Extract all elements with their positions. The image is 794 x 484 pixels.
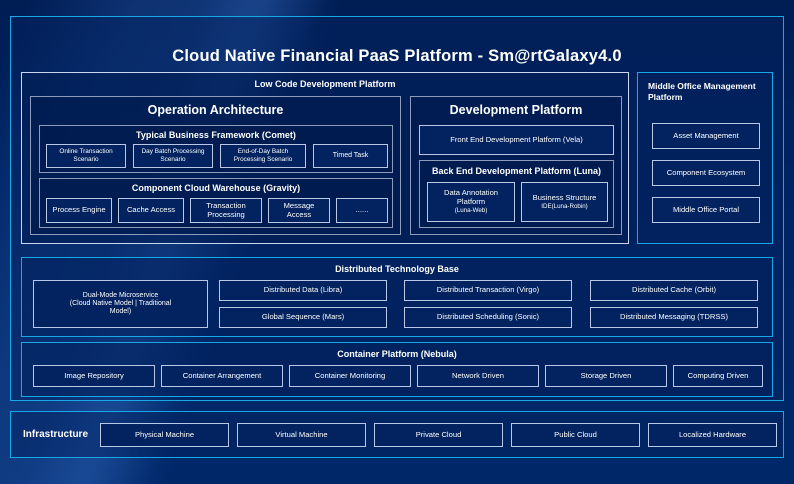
middle-office-box-asset-management[interactable]: Asset Management [652, 123, 760, 149]
container-platform-label: Container Platform (Nebula) [337, 349, 457, 359]
container-box-container-monitoring[interactable]: Container Monitoring [289, 365, 411, 387]
development-platform-label: Development Platform [449, 103, 583, 117]
component-cloud-warehouse-label: Component Cloud Warehouse (Gravity) [131, 183, 301, 193]
back-end-development-platform-label: Back End Development Platform (Luna) [431, 166, 602, 176]
dtb-box-distributed-transaction[interactable]: Distributed Transaction (Virgo) [404, 280, 572, 301]
back-end-development-platform-group: Back End Development Platform (Luna) Dat… [419, 160, 614, 228]
scenario-box-online-transaction[interactable]: Online Transaction Scenario [46, 144, 126, 168]
container-box-image-repository[interactable]: Image Repository [33, 365, 155, 387]
middle-office-management-platform-panel: Middle Office Management Platform Asset … [637, 72, 773, 244]
infrastructure-box-private-cloud[interactable]: Private Cloud [374, 423, 503, 447]
dual-mode-line-3: Model) [109, 308, 132, 316]
typical-business-framework-group: Typical Business Framework (Comet) Onlin… [39, 125, 393, 173]
container-platform-panel: Container Platform (Nebula) Image Reposi… [21, 342, 773, 397]
business-structure-name: Business Structure [532, 192, 597, 202]
data-annotation-platform-sub: (Luna-Web) [454, 207, 488, 215]
data-annotation-platform-name: Data Annotation Platform [443, 188, 499, 207]
low-code-development-platform: Low Code Development Platform Operation … [21, 72, 629, 244]
container-box-container-arrangement[interactable]: Container Arrangement [161, 365, 283, 387]
middle-office-box-component-ecosystem[interactable]: Component Ecosystem [652, 160, 760, 186]
component-cloud-warehouse-group: Component Cloud Warehouse (Gravity) Proc… [39, 178, 393, 228]
middle-office-label: Middle Office Management Platform [648, 81, 756, 103]
distributed-technology-base-panel: Distributed Technology Base Dual-Mode Mi… [21, 257, 773, 337]
dtb-box-dual-mode-microservice[interactable]: Dual-Mode Microservice (Cloud Native Mod… [33, 280, 208, 328]
operation-architecture-label: Operation Architecture [147, 103, 284, 117]
scenario-box-end-of-day-batch[interactable]: End-of-Day Batch Processing Scenario [220, 144, 306, 168]
component-box-transaction-processing[interactable]: Transaction Processing [190, 198, 262, 223]
scenario-box-timed-task[interactable]: Timed Task [313, 144, 388, 168]
development-platform-group: Development Platform Front End Developme… [410, 96, 622, 235]
middle-office-box-middle-office-portal[interactable]: Middle Office Portal [652, 197, 760, 223]
page-title: Cloud Native Financial PaaS Platform - S… [172, 47, 622, 65]
infrastructure-panel: Infrastructure Physical Machine Virtual … [10, 411, 784, 458]
dtb-box-distributed-data[interactable]: Distributed Data (Libra) [219, 280, 387, 301]
dual-mode-line-2: (Cloud Native Model | Traditional [69, 299, 172, 307]
infrastructure-box-localized-hardware[interactable]: Localized Hardware [648, 423, 777, 447]
dual-mode-line-1: Dual-Mode Microservice [82, 291, 159, 299]
business-structure-ide-sub: IDE(Luna-Robin) [541, 202, 588, 210]
component-box-message-access[interactable]: Message Access [268, 198, 330, 223]
infrastructure-label: Infrastructure [23, 429, 89, 440]
component-box-process-engine[interactable]: Process Engine [46, 198, 112, 223]
infrastructure-box-physical-machine[interactable]: Physical Machine [100, 423, 229, 447]
scenario-box-day-batch[interactable]: Day Batch Processing Scenario [133, 144, 213, 168]
infrastructure-box-public-cloud[interactable]: Public Cloud [511, 423, 640, 447]
low-code-label: Low Code Development Platform [254, 79, 396, 89]
back-end-box-business-structure-ide[interactable]: Business Structure IDE(Luna-Robin) [521, 182, 608, 222]
container-box-storage-driven[interactable]: Storage Driven [545, 365, 667, 387]
component-box-cache-access[interactable]: Cache Access [118, 198, 184, 223]
dtb-box-global-sequence[interactable]: Global Sequence (Mars) [219, 307, 387, 328]
dtb-box-distributed-scheduling[interactable]: Distributed Scheduling (Sonic) [404, 307, 572, 328]
infrastructure-box-virtual-machine[interactable]: Virtual Machine [237, 423, 366, 447]
dtb-box-distributed-messaging[interactable]: Distributed Messaging (TDRSS) [590, 307, 758, 328]
operation-architecture-group: Operation Architecture Typical Business … [30, 96, 401, 235]
container-box-computing-driven[interactable]: Computing Driven [673, 365, 763, 387]
main-platform-panel: Cloud Native Financial PaaS Platform - S… [10, 16, 784, 401]
container-box-network-driven[interactable]: Network Driven [417, 365, 539, 387]
distributed-technology-base-label: Distributed Technology Base [335, 264, 459, 274]
back-end-box-data-annotation-platform[interactable]: Data Annotation Platform (Luna-Web) [427, 182, 515, 222]
dtb-box-distributed-cache[interactable]: Distributed Cache (Orbit) [590, 280, 758, 301]
typical-business-framework-label: Typical Business Framework (Comet) [136, 130, 296, 140]
component-box-more[interactable]: ...... [336, 198, 388, 223]
front-end-development-platform-box[interactable]: Front End Development Platform (Vela) [419, 125, 614, 155]
